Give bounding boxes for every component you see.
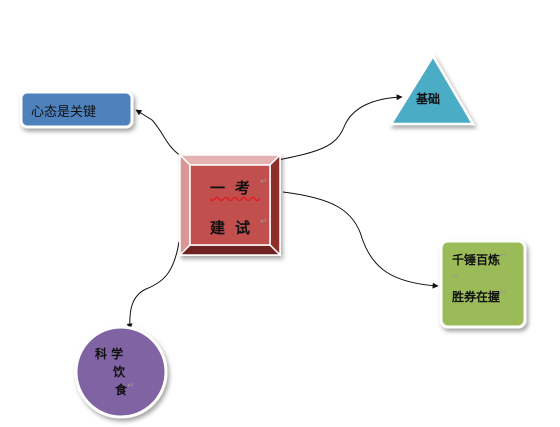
circle-node[interactable]: [74, 325, 168, 419]
paragraph-mark-icon: ↵: [260, 217, 278, 227]
connector-to-circle: [126, 241, 180, 330]
paragraph-mark-icon: ↵: [452, 272, 460, 282]
right-box-line-3: 胜券在握↵: [452, 288, 508, 304]
circle-line-1: 科 学: [95, 347, 124, 361]
paragraph-mark-icon: ↵: [260, 177, 278, 187]
center-line-2: 建试↵: [210, 217, 278, 237]
right-box-line-1: 千锤百炼↵: [452, 251, 508, 267]
left-box-label: 心态是关键: [31, 105, 97, 120]
circle-line-3: 食↵: [115, 381, 135, 397]
connector-to-triangle: [277, 94, 403, 161]
triangle-node[interactable]: [388, 53, 476, 126]
paragraph-mark-icon: ↵: [127, 381, 135, 391]
center-node[interactable]: [178, 153, 282, 257]
right-box-line-2: ↵: [452, 272, 460, 282]
center-line-1: 一考↵: [210, 177, 278, 197]
connector-to-right-box: [282, 191, 439, 289]
left-box-node[interactable]: [19, 90, 134, 129]
connector-to-left-box: [135, 109, 182, 157]
circle-line-2: 饮: [113, 365, 126, 379]
paragraph-mark-icon: ↵: [500, 288, 508, 298]
right-box-node[interactable]: [439, 239, 527, 329]
paragraph-mark-icon: ↵: [500, 251, 508, 261]
triangle-label: 基础: [416, 92, 441, 106]
